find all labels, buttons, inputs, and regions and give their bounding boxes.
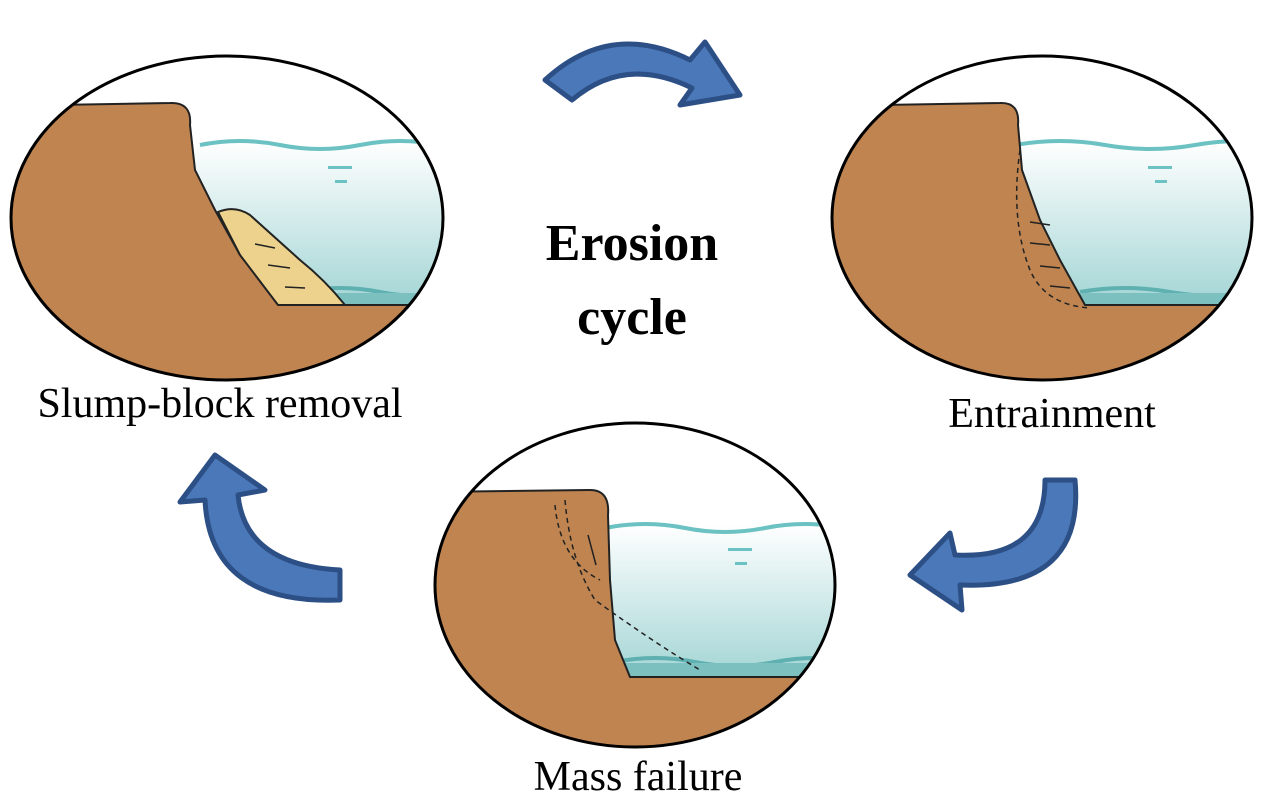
- title-line-2: cycle: [577, 289, 687, 346]
- scene-mass-failure: [433, 421, 837, 749]
- scene-slump-block-removal: [9, 54, 445, 382]
- slump-deposit: [216, 208, 348, 306]
- cycle-arrow-top: [542, 39, 743, 108]
- cycle-arrow-right: [907, 477, 1079, 613]
- flow-arrows: [254, 243, 306, 289]
- label-entrainment: Entrainment: [948, 391, 1156, 437]
- diagram-title: Erosion cycle: [546, 207, 718, 355]
- label-mass-failure: Mass failure: [533, 754, 743, 800]
- title-line-1: Erosion: [545, 215, 719, 272]
- scene-entrainment: [830, 54, 1254, 382]
- label-slump-block-removal: Slump-block removal: [37, 381, 403, 427]
- cycle-arrow-left: [177, 452, 343, 603]
